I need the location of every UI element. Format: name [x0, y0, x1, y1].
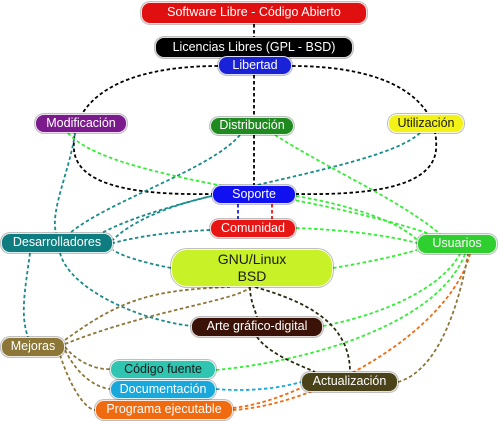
edge-mejoras-gnu: [64, 286, 231, 341]
node-desarrolladores[interactable]: Desarrolladores: [1, 233, 113, 253]
node-licencias-libres[interactable]: Licencias Libres (GPL - BSD): [155, 37, 353, 58]
node-documentacion[interactable]: Documentación: [110, 380, 216, 399]
edge-desarrolladores-mejoras: [22, 252, 31, 338]
node-distribucion[interactable]: Distribución: [210, 117, 294, 135]
node-arte-grafico-digital[interactable]: Arte gráfico-digital: [191, 317, 323, 337]
node-software-libre[interactable]: Software Libre - Código Abierto: [141, 2, 367, 24]
node-libertad[interactable]: Libertad: [218, 56, 292, 75]
edge-programa-actualizacion: [232, 387, 302, 409]
node-usuarios[interactable]: Usuarios: [417, 234, 497, 254]
node-modificacion[interactable]: Modificación: [35, 114, 127, 133]
node-programa-ejecutable[interactable]: Programa ejecutable: [95, 400, 233, 420]
edge-desarrolladores-arte: [59, 252, 192, 327]
node-actualizacion[interactable]: Actualización: [301, 372, 398, 392]
edge-actualizacion-usuarios: [397, 253, 469, 383]
edge-distribucion-usuarios: [274, 134, 441, 235]
edge-documentacion-actualizacion: [215, 381, 302, 391]
edge-mejoras-codigo: [64, 346, 111, 370]
edge-mejoras-gnu-2: [64, 286, 251, 345]
gnu-line-2: BSD: [237, 268, 267, 284]
edge-libertad-loop-left: [73, 65, 219, 196]
node-codigo-fuente[interactable]: Código fuente: [110, 360, 216, 379]
gnu-line-1: GNU/Linux: [217, 250, 287, 267]
edge-distribucion-desarrolladores: [69, 134, 241, 234]
edge-modificacion-usuarios: [67, 132, 431, 235]
edge-gnu-desarrolladores: [112, 249, 172, 269]
edge-libertad-loop-right: [291, 65, 437, 196]
node-comunidad[interactable]: Comunidad: [210, 219, 296, 238]
edge-codigo-usuarios: [215, 253, 466, 371]
edge-gnu-arte: [249, 286, 258, 318]
node-mejoras[interactable]: Mejoras: [1, 337, 65, 357]
edge-mejoras-programa: [59, 354, 96, 411]
edge-arte-actualizacion: [256, 336, 316, 373]
edge-arte-usuarios: [322, 253, 461, 327]
edge-soporte-desarrolladores: [112, 195, 213, 241]
edge-gnu-usuarios: [332, 249, 418, 269]
edge-comunidad-usuarios: [295, 227, 418, 244]
edge-programa-usuarios: [232, 253, 471, 411]
edge-utilizacion-desarrolladores: [99, 132, 421, 235]
edge-gnu-actualizacion: [254, 286, 351, 373]
node-utilizacion[interactable]: Utilización: [388, 114, 464, 133]
edge-modificacion-desarrolladores: [54, 132, 76, 234]
node-gnu-linux-bsd[interactable]: GNU/Linux BSD: [171, 249, 333, 287]
edge-soporte-usuarios: [295, 195, 418, 241]
edge-comunidad-desarrolladores: [112, 229, 211, 244]
edge-mejoras-documentacion: [64, 349, 111, 390]
node-soporte[interactable]: Soporte: [212, 185, 296, 204]
